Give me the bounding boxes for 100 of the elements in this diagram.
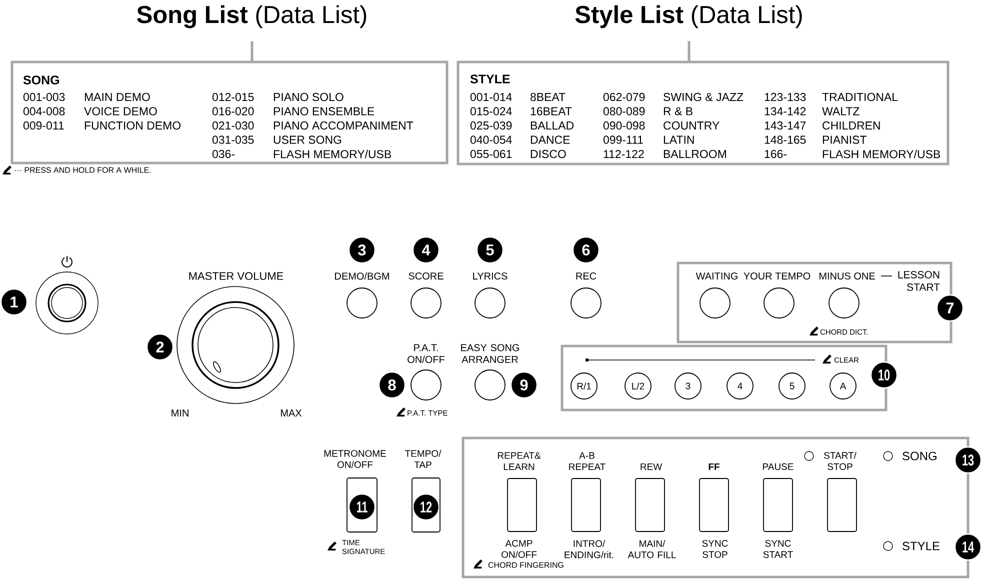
number-range: 031-035 (212, 136, 254, 144)
round-button: R/1 (570, 372, 598, 400)
panel-label: WAITING (696, 272, 738, 280)
legend-text: ··· PRESS AND HOLD FOR A WHILE. (14, 167, 151, 173)
category-name: VOICE DEMO (84, 107, 157, 116)
number-range: 112-122 (604, 150, 644, 158)
category-name: DISCO (530, 150, 566, 158)
leader-line (688, 41, 690, 62)
panel-label: MASTER VOLUME (189, 272, 284, 280)
category-name: 16BEAT (530, 107, 572, 116)
panel-label: YOUR TEMPO (744, 272, 810, 280)
callout-number: 11 (348, 493, 376, 521)
number-range: 148-165 (764, 136, 806, 144)
callout-number: 6 (572, 236, 600, 264)
panel-label: FF (708, 463, 720, 470)
number-range: 099-111 (603, 136, 643, 144)
category-name: PIANO SOLO (274, 92, 344, 102)
panel-label: MAIN/ AUTO FILL (628, 540, 676, 558)
panel-label: METRONOME ON/OFF (324, 450, 386, 468)
category-name: TRADITIONAL (822, 92, 898, 102)
round-button: L/2 (624, 372, 652, 400)
category-name: USER SONG (274, 136, 342, 144)
panel-label: START/ STOP (824, 452, 856, 470)
panel-label: REC (576, 272, 596, 280)
number-range: 090-098 (603, 121, 645, 130)
panel-label: SONG (902, 452, 936, 460)
number-range: 062-079 (603, 92, 645, 102)
number-range: 016-020 (212, 107, 254, 116)
category-name: FLASH MEMORY/USB (274, 150, 392, 158)
category-name: COUNTRY (664, 121, 720, 130)
round-button: 3 (674, 372, 702, 400)
callout-number: 4 (412, 236, 440, 264)
leader-line (250, 41, 254, 62)
number-range: 134-142 (764, 107, 806, 116)
callout-number: 13 (954, 446, 982, 474)
callout-number: 5 (476, 236, 504, 264)
section-heading: Song List (Data List) (137, 5, 366, 28)
round-button: 5 (778, 372, 806, 400)
panel-label: EASY SONG ARRANGER (461, 344, 519, 363)
number-range: 143-147 (764, 121, 806, 130)
round-button: A (830, 372, 856, 400)
category-name: WALTZ (822, 107, 860, 116)
round-button: 4 (726, 372, 754, 400)
callout-number: 12 (412, 493, 440, 521)
number-range: 012-015 (212, 92, 254, 102)
panel-label: SCORE (408, 272, 444, 280)
callout-number: 1 (0, 288, 28, 316)
category-name: PIANO ENSEMBLE (274, 107, 374, 116)
callout-number: 2 (146, 333, 174, 361)
panel-label: P.A.T. ON/OFF (408, 344, 444, 363)
category-name: CHILDREN (822, 121, 880, 130)
panel-label: REW (640, 463, 662, 470)
number-range: 025-039 (470, 121, 512, 130)
panel-label: REPEAT& LEARN (498, 452, 541, 470)
callout-number: 8 (378, 371, 406, 399)
category-name: FLASH MEMORY/USB (822, 150, 940, 158)
callout-number: 3 (348, 236, 376, 264)
category-name: PIANO ACCOMPANIMENT (274, 121, 414, 130)
number-range: 021-030 (212, 121, 254, 130)
panel-label: LYRICS (473, 272, 508, 280)
scale-label: MAX (281, 410, 302, 416)
category-name: MAIN DEMO (84, 92, 150, 102)
category-name: FUNCTION DEMO (84, 121, 181, 130)
scale-label: MIN (172, 410, 188, 416)
power-button (36, 272, 98, 334)
panel-label: LESSON START (898, 271, 940, 291)
section-heading: Style List (Data List) (575, 5, 802, 28)
panel-label: PAUSE (763, 463, 794, 470)
number-range: 055-061 (470, 150, 512, 158)
number-range: 001-003 (23, 92, 65, 102)
number-range: 040-054 (470, 136, 512, 144)
panel-label: A-B REPEAT (569, 452, 606, 470)
panel-label: MINUS ONE (820, 272, 875, 280)
number-range: 036- (212, 150, 235, 158)
panel-label: DEMO/BGM (335, 272, 389, 280)
panel-label: SYNC START (763, 540, 793, 558)
category-name: BALLROOM (664, 150, 726, 158)
callout-number: 14 (954, 533, 982, 561)
callout-number: 9 (510, 371, 538, 399)
category-name: SWING & JAZZ (664, 92, 744, 102)
category-name: DANCE (530, 136, 570, 144)
number-range: 080-089 (603, 107, 645, 116)
note-label: CHORD FINGERING (488, 562, 564, 568)
category-name: BALLAD (530, 122, 574, 130)
panel-label: INTRO/ ENDING/rit. (564, 540, 614, 558)
list-heading: SONG (23, 76, 60, 84)
panel-label: SYNC STOP (702, 540, 728, 558)
number-range: 004-008 (23, 107, 65, 116)
number-range: 123-133 (764, 92, 806, 102)
list-heading: STYLE (470, 74, 510, 84)
number-range: 009-011 (23, 121, 64, 130)
category-name: 8BEAT (530, 92, 566, 102)
number-range: 001-014 (470, 92, 512, 102)
panel-label: TEMPO/ TAP (405, 450, 442, 468)
panel-label: STYLE (902, 542, 940, 550)
category-name: PIANIST (822, 136, 866, 144)
callout-number: 7 (936, 294, 964, 322)
category-name: R & B (664, 107, 692, 116)
number-range: 015-024 (470, 107, 512, 116)
number-range: 166- (764, 150, 787, 158)
